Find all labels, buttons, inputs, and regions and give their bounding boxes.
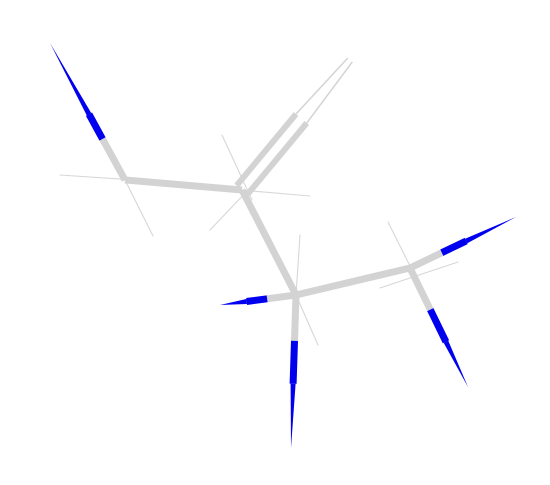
bond-c2-c5-line-b <box>234 112 299 188</box>
hairline-c3-down <box>295 294 319 346</box>
bond-c4-n5-blue <box>427 308 450 344</box>
hairline-c2-up <box>221 134 253 201</box>
bond-c1-n1-grey <box>99 137 129 182</box>
bond-c4-n4-grey <box>408 249 444 272</box>
hairline-c1-down <box>124 179 154 237</box>
bond-c3-c4 <box>295 264 411 299</box>
bond-c1-n1-spike <box>50 43 92 116</box>
bond-c3-n2-grey <box>266 291 297 303</box>
bond-c4-n5-grey <box>406 266 434 312</box>
bond-end-spikes <box>50 43 516 448</box>
bond-c2-c5-tip-a <box>306 61 353 124</box>
bond-c1-c2 <box>124 176 243 194</box>
bond-c3-n3-blue <box>289 340 298 384</box>
hairline-c4-up <box>387 221 413 271</box>
bond-c2-c3 <box>238 188 300 297</box>
bond-c1-n1-blue <box>85 112 106 141</box>
hairline-c4-left <box>379 261 459 289</box>
bond-c3-n3-spike <box>290 383 296 448</box>
bond-layer <box>85 112 468 384</box>
bond-c2-c5-tip-b <box>295 57 349 115</box>
bond-c2-c5-line-a <box>245 121 310 197</box>
bond-c3-n2-spike <box>220 299 247 305</box>
bond-c3-n2-blue <box>246 295 268 305</box>
bond-c4-n4-spike <box>465 217 516 244</box>
bond-c3-n3-grey <box>291 294 300 342</box>
bond-c4-n4-blue <box>440 237 468 256</box>
hairline-c3-up <box>295 234 301 296</box>
bond-c4-n5-spike <box>443 340 468 387</box>
